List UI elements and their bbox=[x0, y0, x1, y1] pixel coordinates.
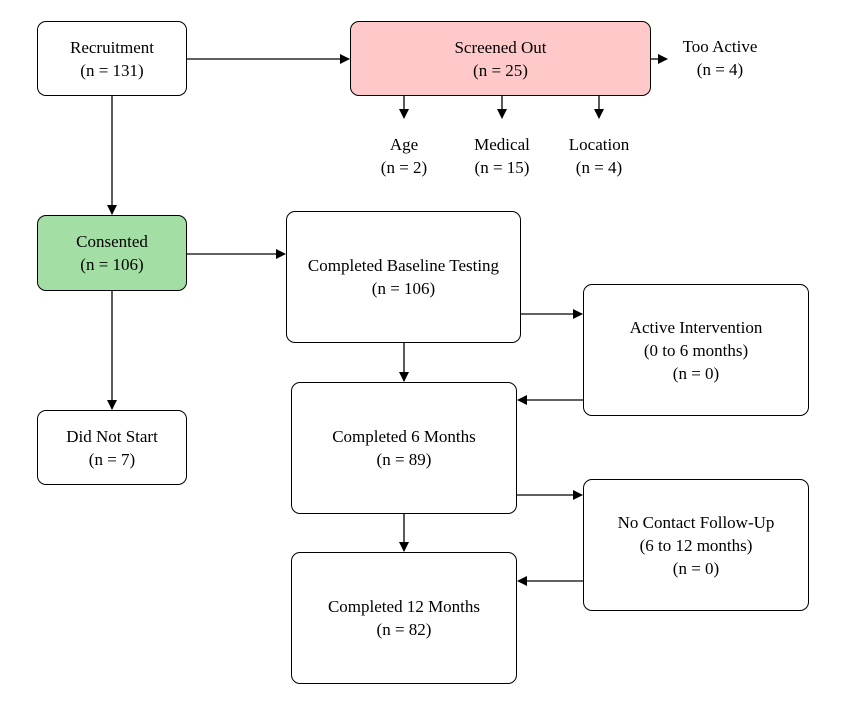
location-count: (n = 4) bbox=[575, 158, 623, 177]
baseline-count: (n = 106) bbox=[371, 279, 436, 298]
baseline-title: Completed Baseline Testing bbox=[307, 256, 500, 275]
too-active-title: Too Active bbox=[682, 37, 758, 56]
did-not-start-title: Did Not Start bbox=[66, 426, 158, 446]
screened-out-count: (n = 25) bbox=[473, 60, 528, 80]
age-label: Age (n = 2) bbox=[364, 133, 444, 179]
medical-title: Medical bbox=[474, 135, 530, 154]
recruitment-count: (n = 131) bbox=[80, 60, 144, 80]
active-period: (0 to 6 months) bbox=[643, 340, 749, 360]
baseline-testing-box: Completed Baseline Testing (n = 106) bbox=[286, 211, 521, 343]
no-contact-count: (n = 0) bbox=[672, 558, 720, 578]
did-not-start-box: Did Not Start (n = 7) bbox=[37, 410, 187, 485]
no-contact-period: (6 to 12 months) bbox=[639, 535, 753, 555]
recruitment-title: Recruitment bbox=[69, 37, 155, 57]
active-count: (n = 0) bbox=[672, 363, 720, 383]
screened-out-title: Screened Out bbox=[454, 37, 547, 57]
six-months-box: Completed 6 Months (n = 89) bbox=[291, 382, 517, 514]
no-contact-follow-up-box: No Contact Follow-Up (6 to 12 months) (n… bbox=[583, 479, 809, 611]
twelve-months-box: Completed 12 Months (n = 82) bbox=[291, 552, 517, 684]
twelve-months-title: Completed 12 Months bbox=[327, 597, 481, 616]
six-months-title: Completed 6 Months bbox=[332, 427, 476, 446]
too-active-count: (n = 4) bbox=[696, 60, 744, 79]
recruitment-box: Recruitment (n = 131) bbox=[37, 21, 187, 96]
too-active-label: Too Active (n = 4) bbox=[669, 35, 771, 81]
age-count: (n = 2) bbox=[380, 158, 428, 177]
twelve-months-count: (n = 82) bbox=[376, 620, 432, 639]
location-label: Location (n = 4) bbox=[549, 133, 649, 179]
consented-count: (n = 106) bbox=[80, 255, 144, 274]
six-months-count: (n = 89) bbox=[376, 450, 432, 469]
screened-out-box: Screened Out (n = 25) bbox=[350, 21, 651, 96]
medical-label: Medical (n = 15) bbox=[452, 133, 552, 179]
did-not-start-count: (n = 7) bbox=[88, 449, 136, 469]
location-title: Location bbox=[568, 135, 630, 154]
active-title: Active Intervention bbox=[629, 317, 763, 337]
age-title: Age bbox=[389, 135, 419, 154]
active-intervention-box: Active Intervention (0 to 6 months) (n =… bbox=[583, 284, 809, 416]
consented-title: Consented bbox=[76, 232, 148, 251]
consented-box: Consented (n = 106) bbox=[37, 215, 187, 291]
medical-count: (n = 15) bbox=[474, 158, 530, 177]
no-contact-title: No Contact Follow-Up bbox=[617, 512, 775, 532]
